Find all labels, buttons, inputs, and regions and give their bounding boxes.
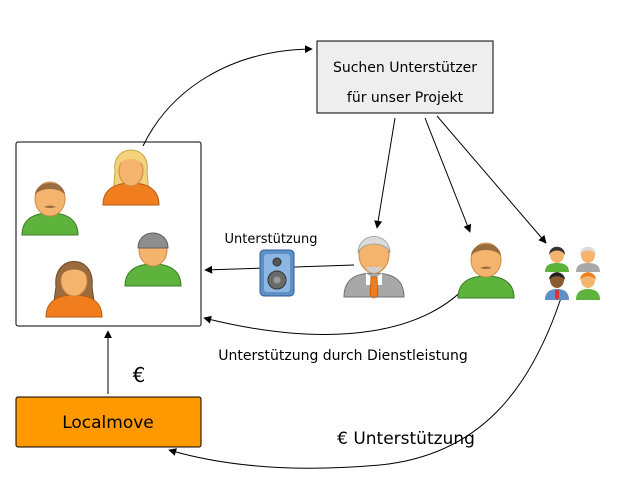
arrow-man-to-box	[203, 281, 471, 335]
arrow-to-search	[142, 45, 313, 147]
arrow-search-to-group	[436, 115, 547, 244]
person-icon	[457, 242, 515, 299]
arrow-search-to-man	[424, 117, 472, 233]
person-icon	[102, 149, 160, 206]
localmove-box: Localmove	[15, 396, 202, 448]
person-icon	[45, 261, 103, 318]
support-label: Unterstützung	[225, 232, 318, 247]
euro-label: €	[133, 363, 146, 387]
person-icon	[124, 232, 182, 287]
speaker-icon	[259, 249, 295, 297]
person-icon	[21, 181, 79, 236]
euro-support-label: € Unterstützung	[337, 429, 475, 449]
search-box-line2: für unser Projekt	[347, 90, 464, 106]
arrow-search-to-elder	[374, 117, 396, 229]
arrow-group-to-localmove	[168, 297, 562, 469]
person-icon	[343, 236, 405, 299]
search-supporters-box: Suchen Unterstützer für unser Projekt	[316, 40, 494, 114]
service-support-label: Unterstützung durch Dienstleistung	[218, 348, 468, 364]
search-box-line1: Suchen Unterstützer	[333, 60, 477, 76]
localmove-label: Localmove	[62, 413, 154, 433]
group-icon	[545, 246, 600, 300]
